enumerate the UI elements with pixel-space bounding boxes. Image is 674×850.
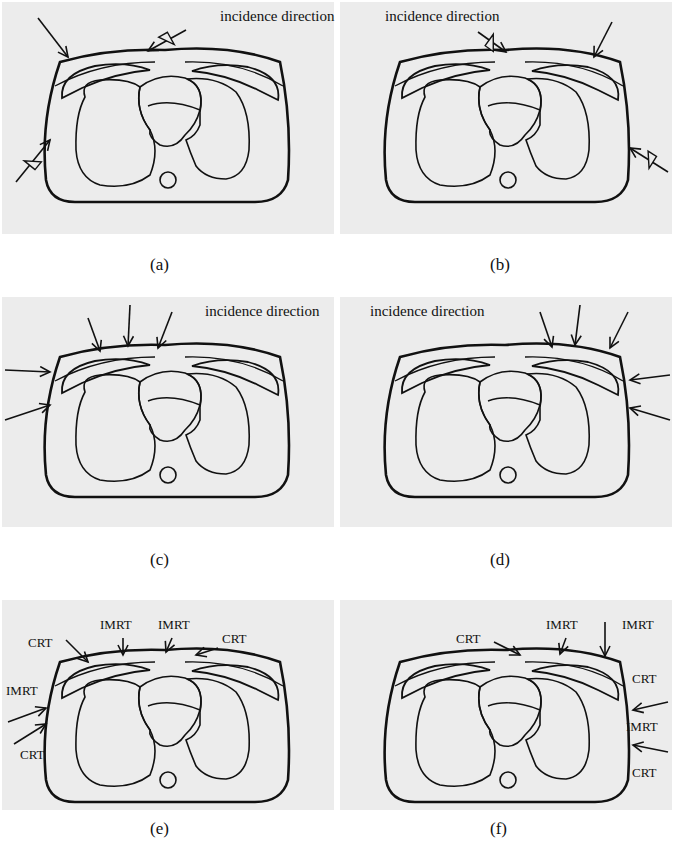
- panel-letter: (d): [490, 551, 510, 570]
- beam-arrow: [478, 32, 506, 52]
- beam-arrow: [88, 318, 100, 351]
- direction-note: incidence direction: [220, 8, 335, 25]
- label-slot: CRT: [28, 636, 53, 650]
- beam-arrow: [158, 312, 172, 348]
- beam-arrow: [633, 702, 668, 710]
- wedge-filter: [648, 151, 656, 168]
- label-slot: (e): [150, 820, 169, 839]
- label-slot: incidence direction: [205, 303, 320, 320]
- label-slot: (b): [490, 256, 510, 275]
- beam-arrow: [633, 745, 668, 752]
- panel-letter: (b): [490, 256, 510, 275]
- direction-note: incidence direction: [370, 303, 485, 320]
- label-slot: (c): [150, 551, 169, 570]
- beam-label: IMRT: [100, 618, 132, 632]
- beam-arrow: [128, 305, 130, 346]
- beam-arrow: [575, 305, 580, 345]
- label-slot: CRT: [456, 632, 481, 646]
- panel-letter: (e): [150, 820, 169, 839]
- beam-label: CRT: [632, 766, 657, 780]
- beam-arrow: [5, 370, 50, 372]
- beam-arrow: [16, 140, 50, 182]
- beam-arrow: [630, 148, 668, 172]
- label-slot: IMRT: [546, 618, 578, 632]
- beam-label: IMRT: [158, 618, 190, 632]
- panel-ground: [340, 297, 672, 527]
- beam-label: IMRT: [626, 720, 658, 734]
- beam-arrow: [494, 642, 520, 655]
- thorax-section: [45, 49, 289, 203]
- beam-arrow: [5, 405, 50, 420]
- beam-arrow: [540, 312, 552, 347]
- label-slot: (a): [150, 256, 169, 275]
- thorax-section: [385, 649, 629, 803]
- beam-arrow: [66, 640, 88, 662]
- label-slot: (d): [490, 551, 510, 570]
- panel-letter: (c): [150, 551, 169, 570]
- label-slot: CRT: [222, 632, 247, 646]
- beam-arrow: [594, 22, 612, 57]
- beam-arrow: [166, 638, 172, 652]
- direction-note: incidence direction: [385, 8, 500, 25]
- beam-arrow: [196, 648, 218, 655]
- beam-label: IMRT: [546, 618, 578, 632]
- panel-letter: (f): [490, 820, 507, 839]
- thorax-section: [385, 49, 629, 203]
- label-slot: incidence direction: [370, 303, 485, 320]
- beam-arrow: [610, 312, 628, 348]
- beam-label: IMRT: [622, 618, 654, 632]
- panel-ground: [2, 2, 334, 234]
- beam-arrow: [122, 638, 124, 655]
- beam-arrow: [148, 30, 186, 51]
- beam-arrow: [38, 18, 68, 57]
- beam-label: CRT: [456, 632, 481, 646]
- beam-label: CRT: [632, 672, 657, 686]
- beam-label: IMRT: [6, 684, 38, 698]
- beam-label: CRT: [28, 636, 53, 650]
- label-slot: incidence direction: [385, 8, 500, 25]
- beam-arrow: [560, 638, 566, 654]
- beam-arrow: [630, 408, 670, 420]
- label-slot: IMRT: [622, 618, 654, 632]
- label-slot: CRT: [20, 748, 45, 762]
- label-slot: IMRT: [100, 618, 132, 632]
- panel-ground: [340, 600, 672, 810]
- beam-label: CRT: [20, 748, 45, 762]
- direction-note: incidence direction: [205, 303, 320, 320]
- thorax-section: [45, 649, 289, 803]
- panel-ground: [2, 600, 334, 810]
- beam-arrow: [604, 622, 606, 656]
- label-slot: CRT: [632, 766, 657, 780]
- thorax-section: [385, 344, 629, 498]
- wedge-filter: [485, 34, 493, 51]
- label-slot: IMRT: [158, 618, 190, 632]
- label-slot: IMRT: [626, 720, 658, 734]
- beam-label: CRT: [222, 632, 247, 646]
- label-slot: IMRT: [6, 684, 38, 698]
- label-slot: (f): [490, 820, 507, 839]
- wedge-filter: [159, 32, 175, 44]
- label-slot: incidence direction: [220, 8, 335, 25]
- wedge-filter: [24, 161, 41, 170]
- panel-ground: [340, 2, 672, 234]
- beam-arrow: [630, 375, 670, 380]
- label-slot: CRT: [632, 672, 657, 686]
- panel-letter: (a): [150, 256, 169, 275]
- beam-arrow: [14, 724, 46, 744]
- beam-arrow: [8, 708, 46, 722]
- panel-ground: [2, 297, 334, 527]
- thorax-section: [45, 344, 289, 498]
